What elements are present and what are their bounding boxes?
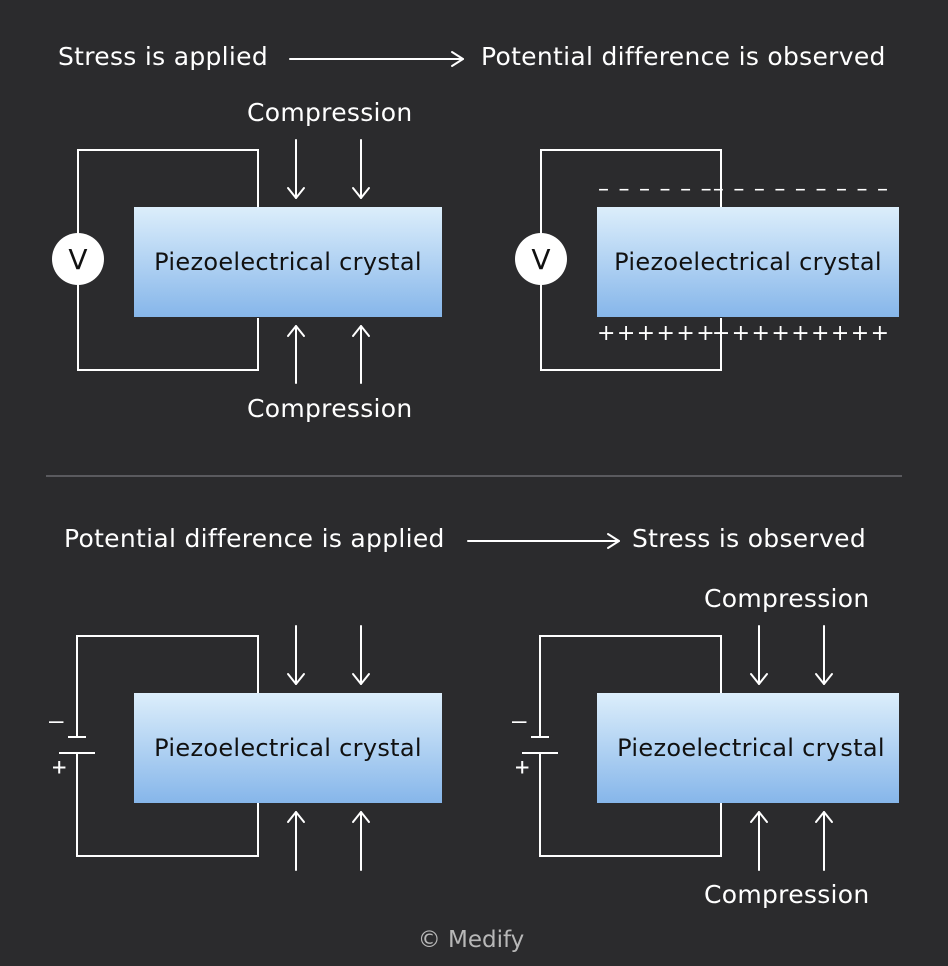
top-cause-arrow <box>289 51 464 67</box>
top-section: Stress is applied Potential difference i… <box>52 42 899 423</box>
bottom-right-crystal-label: Piezoelectrical crystal <box>617 734 885 762</box>
bottom-left-arrows-down <box>287 625 370 685</box>
voltmeter-label: V <box>531 243 550 276</box>
negative-charge-row: – – – – – –– – – – – – – – – <box>598 177 888 202</box>
top-left-compression-top-label: Compression <box>247 98 413 127</box>
bottom-cause-label: Potential difference is applied <box>64 524 445 553</box>
top-right-wire-upper <box>540 149 722 240</box>
top-left-crystal-label: Piezoelectrical crystal <box>154 248 422 276</box>
bottom-right-compression-arrows-up <box>750 811 833 871</box>
bottom-section: Potential difference is applied Stress i… <box>49 524 899 909</box>
bottom-left-battery: – + <box>49 707 95 781</box>
bottom-left-wire-lower <box>76 753 259 857</box>
battery-negative-terminal: – <box>512 707 527 735</box>
voltmeter-label: V <box>68 243 87 276</box>
top-cause-label: Stress is applied <box>58 42 268 71</box>
top-left-wire-lower <box>77 282 259 371</box>
top-left-compression-bottom-label: Compression <box>247 394 413 423</box>
bottom-right-battery: – + <box>512 707 558 781</box>
bottom-left-wire-upper <box>76 635 259 737</box>
top-left-wire-upper <box>77 149 259 240</box>
bottom-right-panel: Compression – + Piezoelectrical crystal <box>512 584 899 909</box>
top-effect-label: Potential difference is observed <box>481 42 886 71</box>
copyright-credit: © Medify <box>418 927 525 953</box>
top-left-compression-arrows-down <box>287 139 370 199</box>
top-right-wire-lower <box>540 282 722 371</box>
top-right-panel: V – – – – – –– – – – – – – – – Piezoelec… <box>515 149 899 371</box>
positive-charge-row: + + + + + ++ + + + + + + + + <box>597 321 889 346</box>
battery-positive-terminal: + <box>515 753 529 781</box>
bottom-right-compression-bottom-label: Compression <box>704 880 870 909</box>
top-left-panel: Compression V Piezoelectrical crystal <box>52 98 442 423</box>
bottom-left-arrows-up <box>287 811 370 871</box>
battery-negative-terminal: – <box>49 707 64 735</box>
top-left-voltmeter: V <box>52 233 104 285</box>
bottom-right-wire-upper <box>539 635 722 737</box>
bottom-cause-arrow <box>467 533 620 549</box>
bottom-left-crystal <box>134 693 442 803</box>
top-left-crystal <box>134 207 442 317</box>
top-right-crystal <box>597 207 899 317</box>
bottom-effect-label: Stress is observed <box>632 524 866 553</box>
bottom-left-panel: – + Piezoelectrical crystal <box>49 625 442 871</box>
battery-positive-terminal: + <box>52 753 66 781</box>
bottom-left-crystal-label: Piezoelectrical crystal <box>154 734 422 762</box>
bottom-right-compression-top-label: Compression <box>704 584 870 613</box>
top-right-crystal-label: Piezoelectrical crystal <box>614 248 882 276</box>
bottom-right-crystal <box>597 693 899 803</box>
top-right-voltmeter: V <box>515 233 567 285</box>
bottom-right-compression-arrows-down <box>750 625 833 685</box>
top-left-compression-arrows-up <box>287 325 370 384</box>
bottom-right-wire-lower <box>539 753 722 857</box>
